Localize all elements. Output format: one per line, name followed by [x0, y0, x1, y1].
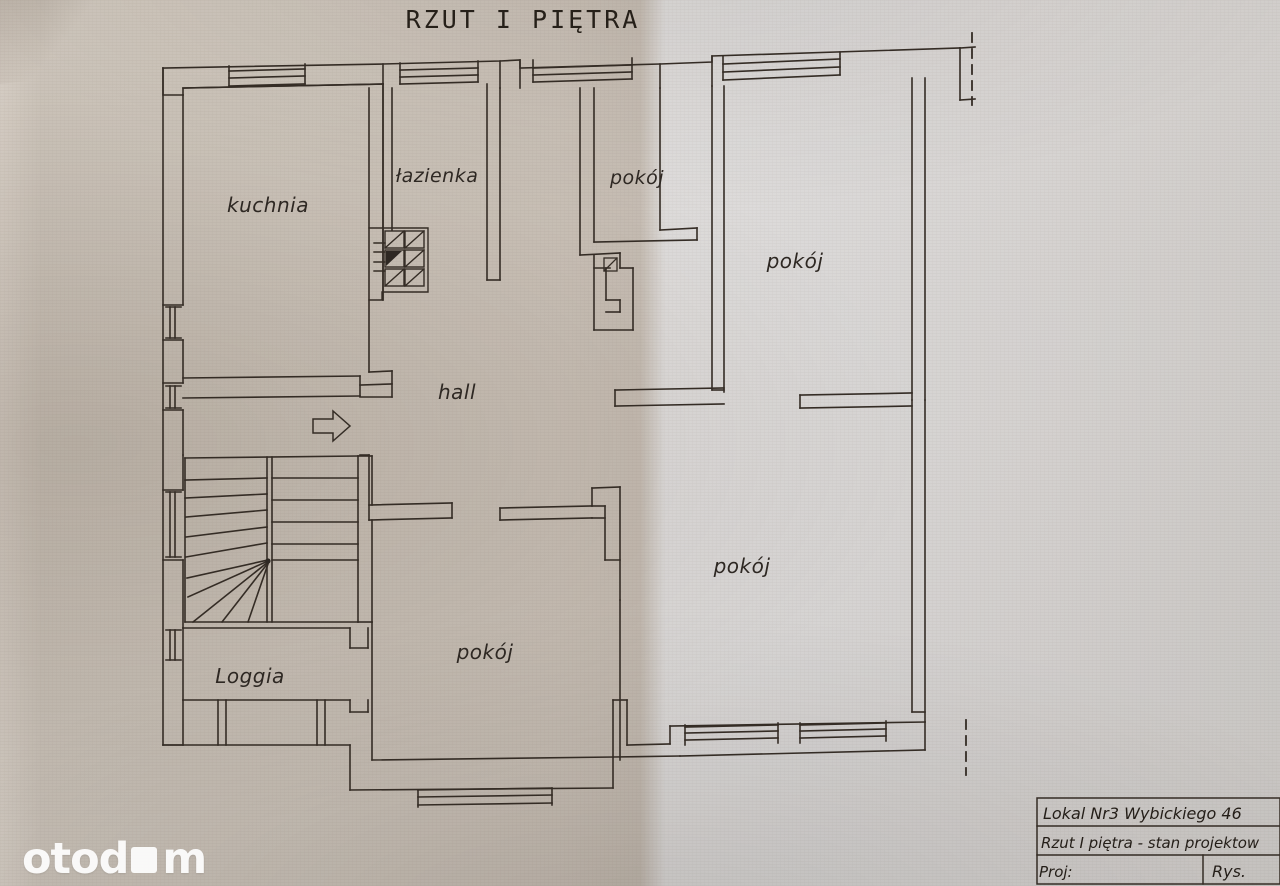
room-kuchnia-walls	[182, 83, 384, 373]
stairs-winder	[184, 455, 359, 624]
room-label-pokoj-1: pokój	[609, 167, 664, 189]
page-title: RZUT I PIĘTRA	[406, 5, 641, 34]
title-block-line2: Rzut I piętra - stan projektow	[1041, 834, 1260, 852]
door-symbol-room1	[603, 257, 618, 272]
room-pokoj3-walls	[612, 399, 926, 761]
room-pokoj1-walls	[579, 87, 698, 331]
room-label-lazienka: łazienka	[396, 165, 479, 187]
title-block-frame	[1036, 797, 1280, 885]
room-label-pokoj-2: pokój	[766, 249, 824, 273]
window-top-bathroom	[399, 60, 479, 85]
room-lazienka-walls	[382, 83, 501, 301]
window-top-room1	[532, 57, 633, 83]
room-label-pokoj-3: pokój	[713, 554, 771, 578]
title-block-proj-label: Proj:	[1039, 863, 1073, 881]
entry-arrow-icon	[312, 409, 352, 443]
window-left-loggia	[165, 629, 182, 661]
watermark-text-before: otod	[22, 834, 129, 884]
room-label-pokoj-4: pokój	[456, 640, 514, 664]
title-block-rys-label: Rys.	[1212, 862, 1246, 881]
window-bottom-room4	[417, 787, 553, 808]
window-left-lower	[162, 489, 184, 561]
window-top-left	[228, 63, 306, 87]
bathroom-fixture-filled	[386, 251, 402, 266]
wall-exterior-left	[162, 67, 184, 746]
room-loggia-walls	[162, 627, 369, 746]
window-top-room2	[722, 51, 841, 81]
room-label-hall: hall	[438, 380, 476, 404]
door-stub-hall-right	[614, 387, 725, 407]
bathroom-fixtures	[368, 227, 429, 301]
window-left-upper	[162, 304, 184, 341]
room-pokoj2-walls	[711, 77, 926, 409]
room-label-kuchnia: kuchnia	[227, 193, 309, 217]
room-label-loggia: Loggia	[215, 664, 285, 688]
room-labels: kuchnia łazienka pokój pokój hall pokój …	[215, 165, 823, 688]
window-bottom-room3-a	[684, 722, 779, 746]
room-hall-walls	[182, 370, 621, 601]
watermark-text-after: m	[162, 834, 207, 884]
title-block-line1: Lokal Nr3 Wybickiego 46	[1043, 804, 1242, 823]
otodom-watermark: otod m	[22, 834, 207, 884]
watermark-square-glyph	[131, 846, 158, 873]
title-block-text: Lokal Nr3 Wybickiego 46 Rzut I piętra - …	[1039, 804, 1260, 881]
stairs-enclosure-walls	[357, 455, 373, 623]
window-bottom-room3-b	[799, 720, 887, 744]
window-left-middle	[162, 382, 184, 411]
